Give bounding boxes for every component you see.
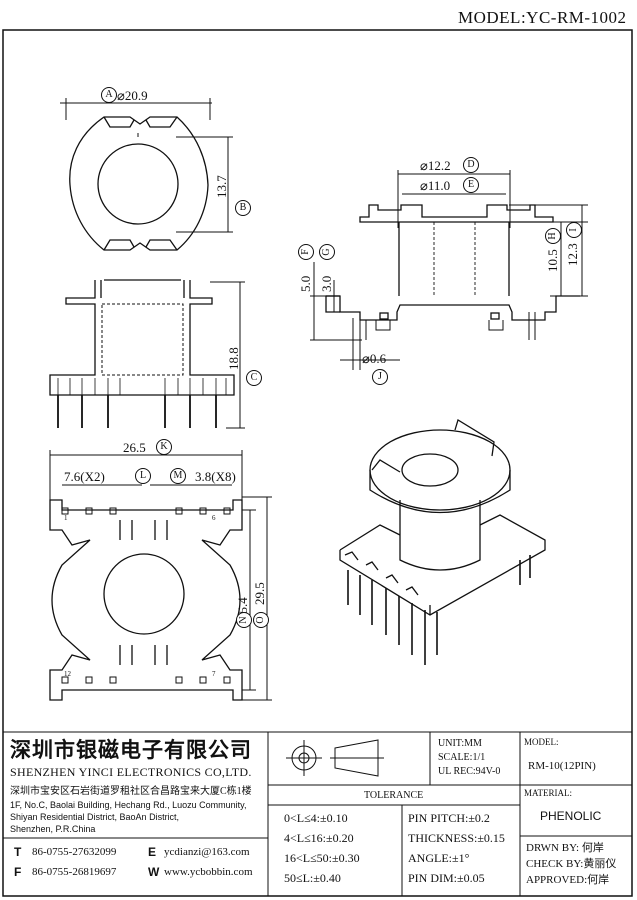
dim-i: 12.3 bbox=[565, 243, 580, 266]
dim-j: ⌀0.6 bbox=[362, 351, 387, 366]
tel-label: T bbox=[14, 845, 22, 859]
address-en-2: Shiyan Residential District, BaoAn Distr… bbox=[10, 812, 180, 822]
top-view bbox=[69, 116, 209, 251]
dim-b: 13.7 bbox=[214, 175, 229, 198]
material-value: PHENOLIC bbox=[540, 809, 602, 823]
fax-label: F bbox=[14, 865, 22, 879]
label-l: L bbox=[135, 468, 151, 484]
email-label: E bbox=[148, 845, 157, 859]
label-j: J bbox=[372, 369, 388, 385]
model-label: MODEL: bbox=[524, 737, 559, 747]
dim-o: 29.5 bbox=[252, 582, 267, 605]
pin-label-1: 1 bbox=[64, 514, 68, 522]
label-a: A bbox=[101, 87, 117, 103]
isometric-view bbox=[339, 419, 546, 665]
tel-value: 86-0755-27632099 bbox=[32, 846, 117, 858]
address-cn: 深圳市宝安区石岩街道罗租社区合昌路宝来大厦C栋1楼 bbox=[10, 786, 252, 797]
dim-m: 3.8(X8) bbox=[195, 469, 236, 484]
dim-e: ⌀11.0 bbox=[420, 178, 451, 193]
label-b: B bbox=[235, 200, 251, 216]
tolerance-title: TOLERANCE bbox=[364, 790, 424, 801]
dim-d: ⌀12.2 bbox=[420, 158, 451, 173]
title-block bbox=[3, 731, 632, 896]
model-title: MODEL:YC-RM-1002 bbox=[458, 8, 627, 27]
dim-a: ⌀20.9 bbox=[117, 88, 148, 103]
unit: UNIT:MM bbox=[438, 738, 482, 749]
dim-f: 5.0 bbox=[298, 275, 313, 292]
tol-1: 0<L≤4:±0.10 bbox=[284, 811, 348, 825]
material-label: MATERIAL: bbox=[524, 788, 572, 798]
dim-h: 10.5 bbox=[545, 249, 560, 272]
pin-dim: PIN DIM:±0.05 bbox=[408, 871, 485, 885]
email-value[interactable]: ycdianzi@163.com bbox=[164, 846, 250, 858]
company-name-en: SHENZHEN YINCI ELECTRONICS CO,LTD. bbox=[10, 765, 252, 779]
pin-holes bbox=[61, 507, 231, 684]
label-h: H bbox=[545, 228, 561, 244]
model-value: RM-10(12PIN) bbox=[528, 760, 596, 772]
side-view bbox=[325, 204, 580, 340]
ul-rec: UL REC:94V-0 bbox=[438, 766, 501, 777]
web-value[interactable]: www.ycbobbin.com bbox=[164, 866, 253, 878]
dim-k: 26.5 bbox=[123, 440, 146, 455]
label-e: E bbox=[463, 177, 479, 193]
drawing-border bbox=[2, 29, 633, 897]
dim-c: 18.8 bbox=[226, 347, 241, 370]
pin-label-6: 6 bbox=[212, 514, 216, 522]
dim-l: 7.6(X2) bbox=[64, 469, 105, 484]
label-k: K bbox=[156, 439, 172, 455]
pin-label-12: 12 bbox=[64, 670, 71, 678]
label-i: I bbox=[566, 222, 582, 238]
angle: ANGLE:±1° bbox=[408, 851, 470, 865]
label-f: F bbox=[298, 244, 314, 260]
checked-by: CHECK BY:黄丽仪 bbox=[526, 858, 617, 870]
thickness: THICKNESS:±0.15 bbox=[408, 831, 505, 845]
drawn-by: DRWN BY: 何岸 bbox=[526, 842, 604, 854]
label-o: O bbox=[253, 612, 269, 628]
label-g: G bbox=[319, 244, 335, 260]
pin-label-7: 7 bbox=[212, 670, 216, 678]
scale: SCALE:1/1 bbox=[438, 752, 486, 763]
tol-3: 16<L≤50:±0.30 bbox=[284, 851, 360, 865]
dim-g: 3.0 bbox=[319, 275, 334, 292]
front-view bbox=[49, 279, 235, 428]
address-en-1: 1F, No.C, Baolai Building, Hechang Rd., … bbox=[10, 800, 247, 810]
label-d: D bbox=[463, 157, 479, 173]
label-c: C bbox=[246, 370, 262, 386]
tol-2: 4<L≤16:±0.20 bbox=[284, 831, 354, 845]
label-n: N bbox=[236, 612, 252, 628]
fax-value: 86-0755-26819697 bbox=[32, 866, 117, 878]
pin-pitch: PIN PITCH:±0.2 bbox=[408, 811, 490, 825]
address-en-3: Shenzhen, P.R.China bbox=[10, 824, 96, 834]
label-m: M bbox=[170, 468, 186, 484]
company-name-cn: 深圳市银磁电子有限公司 bbox=[10, 738, 252, 762]
tol-4: 50≤L:±0.40 bbox=[284, 871, 341, 885]
web-label: W bbox=[148, 865, 160, 879]
approved-by: APPROVED:何岸 bbox=[526, 874, 610, 886]
